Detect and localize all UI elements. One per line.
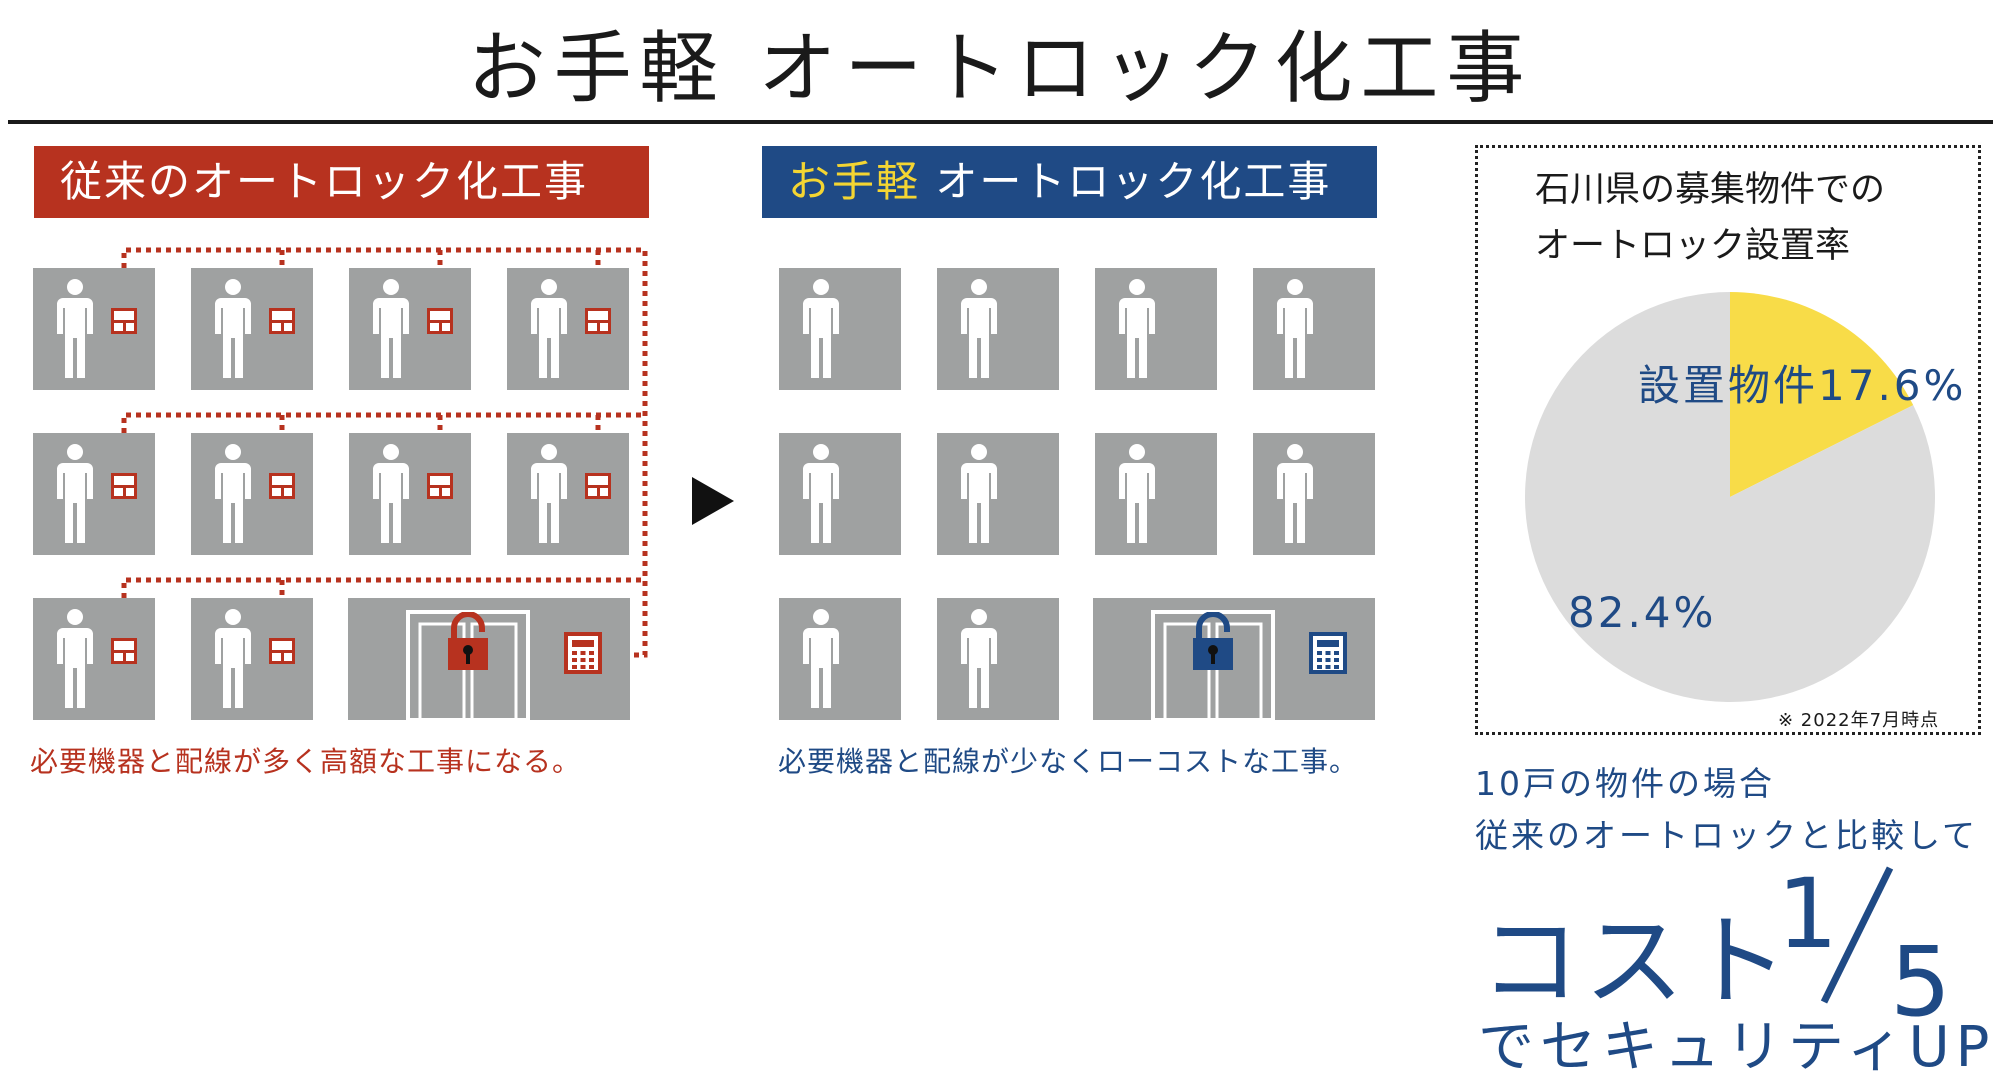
installed-label: 設置物件17.6% — [1638, 361, 1967, 410]
pie-title: 石川県の募集物件での オートロック設置率 — [1535, 162, 1885, 274]
easy-entrance — [1093, 598, 1375, 720]
unit-tile — [507, 268, 629, 390]
unit-tile — [191, 268, 313, 390]
intercom-panel-icon — [269, 638, 295, 664]
easy-caption: 必要機器と配線が少なくローコストな工事。 — [778, 745, 1359, 778]
intercom-panel-icon — [269, 308, 295, 334]
unit-tile — [191, 433, 313, 555]
person-icon — [213, 443, 253, 549]
person-icon — [1117, 278, 1157, 384]
unit-tile — [349, 433, 471, 555]
person-icon — [371, 443, 411, 549]
unit-tile — [33, 268, 155, 390]
conventional-caption: 必要機器と配線が多く高額な工事になる。 — [30, 745, 582, 778]
page-title: お手軽 オートロック化工事 — [467, 24, 1533, 114]
unit-tile — [779, 433, 901, 555]
pie-title-line2: オートロック設置率 — [1535, 226, 1851, 266]
lock-icon — [1193, 612, 1233, 670]
person-icon — [213, 608, 253, 714]
other-slice — [1525, 292, 1935, 702]
person-icon — [1275, 278, 1315, 384]
person-icon — [1275, 443, 1315, 549]
unit-tile — [1095, 268, 1217, 390]
intercom-panel-icon — [269, 473, 295, 499]
conventional-entrance — [348, 598, 630, 720]
intercom-panel-icon — [427, 308, 453, 334]
comparison-line2: 従来のオートロックと比較して — [1475, 816, 1979, 855]
comparison-line1: 10戸の物件の場合 — [1475, 764, 1775, 803]
pie-box — [1475, 145, 1981, 735]
other-label: 82.4% — [1568, 588, 1717, 637]
title-divider — [8, 120, 1993, 124]
intercom-panel-icon — [427, 473, 453, 499]
person-icon — [55, 278, 95, 384]
security-label: でセキュリティUP — [1478, 1015, 1996, 1080]
intercom-panel-icon — [585, 308, 611, 334]
keypad-icon — [1309, 632, 1347, 674]
person-icon — [959, 443, 999, 549]
person-icon — [213, 278, 253, 384]
unit-tile — [33, 598, 155, 720]
person-icon — [1117, 443, 1157, 549]
arrow-right-icon — [692, 477, 734, 525]
intercom-panel-icon — [111, 638, 137, 664]
unit-tile — [1253, 433, 1375, 555]
person-icon — [959, 608, 999, 714]
conventional-banner: 従来のオートロック化工事 — [34, 146, 649, 218]
unit-tile — [937, 268, 1059, 390]
intercom-panel-icon — [111, 473, 137, 499]
person-icon — [371, 278, 411, 384]
installed-slice — [1730, 292, 1914, 497]
pie-chart — [1525, 292, 1935, 702]
easy-banner-text: オートロック化工事 — [920, 157, 1332, 206]
intercom-panel-icon — [111, 308, 137, 334]
unit-tile — [191, 598, 313, 720]
keypad-icon — [564, 632, 602, 674]
easy-banner: お手軽 オートロック化工事 — [762, 146, 1377, 218]
cost-label: コスト — [1480, 903, 1792, 1020]
person-icon — [959, 278, 999, 384]
pie-title-line1: 石川県の募集物件での — [1535, 170, 1886, 210]
easy-banner-highlight: お手軽 — [788, 157, 921, 206]
person-icon — [801, 278, 841, 384]
unit-tile — [1095, 433, 1217, 555]
person-icon — [55, 608, 95, 714]
person-icon — [529, 443, 569, 549]
person-icon — [801, 608, 841, 714]
fraction-slash — [1820, 866, 1894, 1004]
unit-tile — [349, 268, 471, 390]
comparison-text: 10戸の物件の場合 従来のオートロックと比較して — [1475, 758, 1978, 862]
unit-tile — [507, 433, 629, 555]
fraction-numerator: 1 — [1777, 858, 1839, 970]
unit-tile — [1253, 268, 1375, 390]
lock-icon — [448, 612, 488, 670]
person-icon — [529, 278, 569, 384]
intercom-panel-icon — [585, 473, 611, 499]
unit-tile — [779, 268, 901, 390]
unit-tile — [937, 598, 1059, 720]
unit-tile — [779, 598, 901, 720]
date-note: ※ 2022年7月時点 — [1778, 710, 1940, 731]
unit-tile — [33, 433, 155, 555]
fraction-denominator: 5 — [1890, 926, 1952, 1038]
person-icon — [801, 443, 841, 549]
unit-tile — [937, 433, 1059, 555]
person-icon — [55, 443, 95, 549]
